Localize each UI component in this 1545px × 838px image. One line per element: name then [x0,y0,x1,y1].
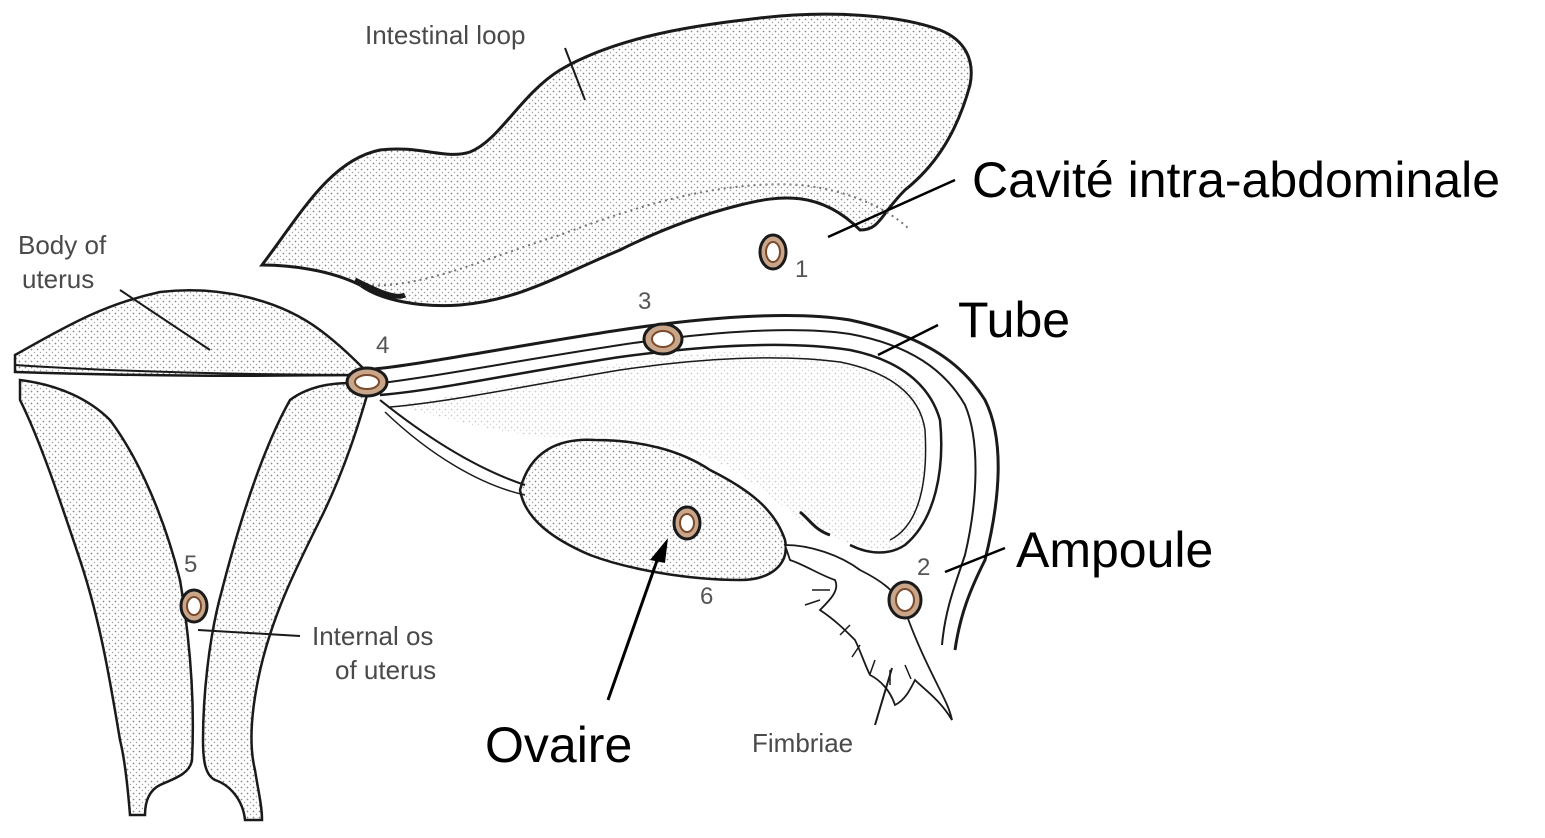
egg-4 [347,368,387,396]
overlay-label-ampoule: Ampoule [1016,525,1213,575]
uterus-left-wall [20,380,193,815]
stage-number-3: 3 [638,290,651,314]
stage-number-4: 4 [376,334,389,358]
overlay-label-ovaire: Ovaire [485,720,632,770]
overlay-label-cavite: Cavité intra-abdominale [972,155,1500,205]
uterus-right-wall [203,383,370,820]
egg-2 [889,582,921,618]
stage-number-1: 1 [795,258,808,282]
stage-number-5: 5 [184,553,197,577]
label-intestinal-loop: Intestinal loop [365,22,525,48]
pointer-ampoule [945,548,1005,572]
stage-number-2: 2 [917,556,930,580]
label-body-of-uterus-line2: uterus [22,266,94,292]
egg-3 [644,324,682,354]
pointer-ovaire [608,552,660,700]
label-fimbriae: Fimbriae [752,730,853,756]
label-internal-os-line2: of uterus [335,657,436,683]
overlay-label-tube: Tube [958,295,1070,345]
egg-1 [760,235,786,269]
intestinal-loop-shape [262,14,971,305]
label-body-of-uterus-line1: Body of [18,232,106,258]
uterus-body-shape [15,290,370,375]
egg-5 [181,590,207,622]
egg-6 [674,507,700,539]
stage-number-6: 6 [700,585,713,609]
label-internal-os-line1: Internal os [312,623,433,649]
